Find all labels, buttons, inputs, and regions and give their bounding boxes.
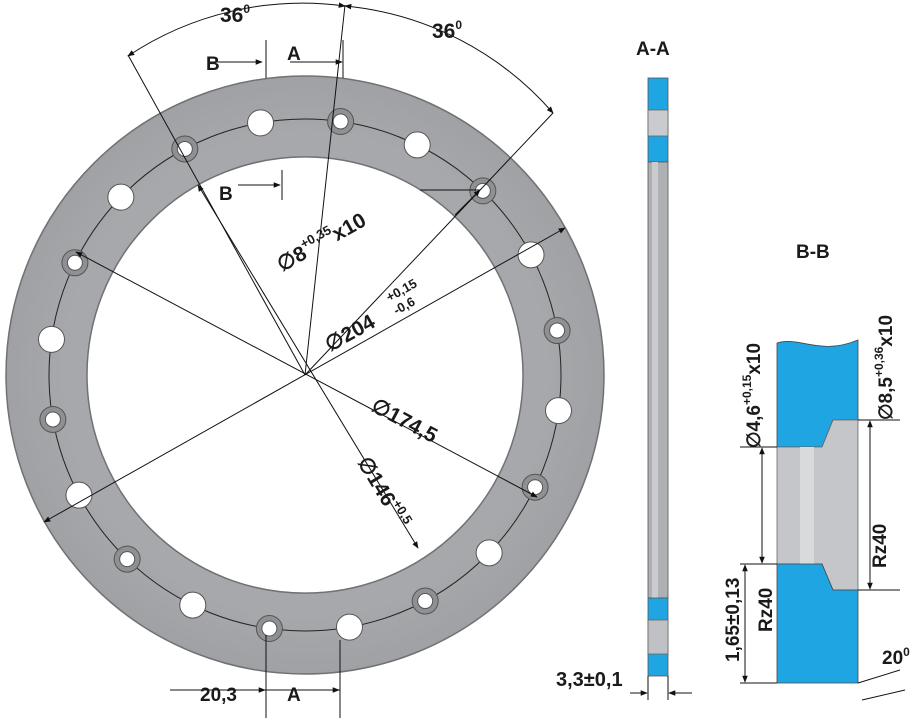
section-b-mid-label: B bbox=[219, 184, 233, 205]
angle-label-right: 360 bbox=[432, 18, 462, 43]
section-bb: B-B ∅4,6+0,15x10 ∅8,5+0,36x10 1,65±0,13 … bbox=[723, 242, 910, 701]
section-aa-top-hole bbox=[647, 109, 669, 137]
through-hole bbox=[37, 325, 65, 353]
section-aa-title: A-A bbox=[636, 39, 670, 60]
counterbored-hole bbox=[469, 177, 497, 205]
section-a-top-label: A bbox=[287, 44, 301, 65]
through-hole bbox=[475, 539, 503, 567]
section-b-top-label: B bbox=[206, 54, 220, 75]
section-bb-large-hole-label: ∅8,5+0,36x10 bbox=[872, 315, 897, 420]
through-hole bbox=[517, 241, 545, 269]
ring-dimension-lines bbox=[43, 2, 566, 718]
section-aa-body-highlight bbox=[652, 162, 658, 598]
through-hole bbox=[179, 591, 207, 619]
inner-diameter-label: ∅146+0,5 bbox=[353, 451, 416, 532]
section-bb-title: B-B bbox=[796, 242, 830, 263]
section-aa: A-A 3,3±0,1 bbox=[556, 39, 692, 700]
pitch-label: 20,3 bbox=[200, 685, 237, 706]
through-hole bbox=[403, 131, 431, 159]
section-bb-roughness-right: Rz40 bbox=[870, 524, 891, 568]
bolt-circle-diameter-label: ∅204 +0,15 -0,6 bbox=[321, 276, 419, 357]
hole-diameter-label: ∅8+0,35x10 bbox=[271, 205, 370, 276]
counterbored-hole bbox=[411, 587, 439, 615]
section-bb-roughness-left: Rz40 bbox=[756, 588, 777, 632]
section-aa-thickness-label: 3,3±0,1 bbox=[556, 669, 623, 691]
angle-label-left: 360 bbox=[220, 2, 250, 27]
counterbored-hole bbox=[113, 545, 141, 573]
outer-diameter-label: ∅174,5 bbox=[368, 394, 442, 448]
section-aa-bottom-hole bbox=[647, 619, 669, 655]
counterbored-hole bbox=[543, 317, 571, 345]
through-hole bbox=[247, 109, 275, 137]
counterbored-hole bbox=[171, 135, 199, 163]
section-bb-bore-shade bbox=[800, 447, 814, 564]
counterbored-hole bbox=[255, 615, 283, 643]
section-bb-chamfer-label: 200 bbox=[882, 645, 910, 669]
through-hole bbox=[65, 481, 93, 509]
counterbored-hole bbox=[39, 405, 67, 433]
section-a-bottom-label: A bbox=[287, 685, 301, 706]
through-hole bbox=[335, 613, 363, 641]
counterbored-hole bbox=[327, 107, 355, 135]
through-hole bbox=[107, 183, 135, 211]
section-bb-depth-label: 1,65±0,13 bbox=[723, 578, 744, 662]
through-hole bbox=[545, 397, 573, 425]
section-bb-small-hole-label: ∅4,6+0,15x10 bbox=[740, 343, 765, 448]
counterbored-hole bbox=[61, 249, 89, 277]
